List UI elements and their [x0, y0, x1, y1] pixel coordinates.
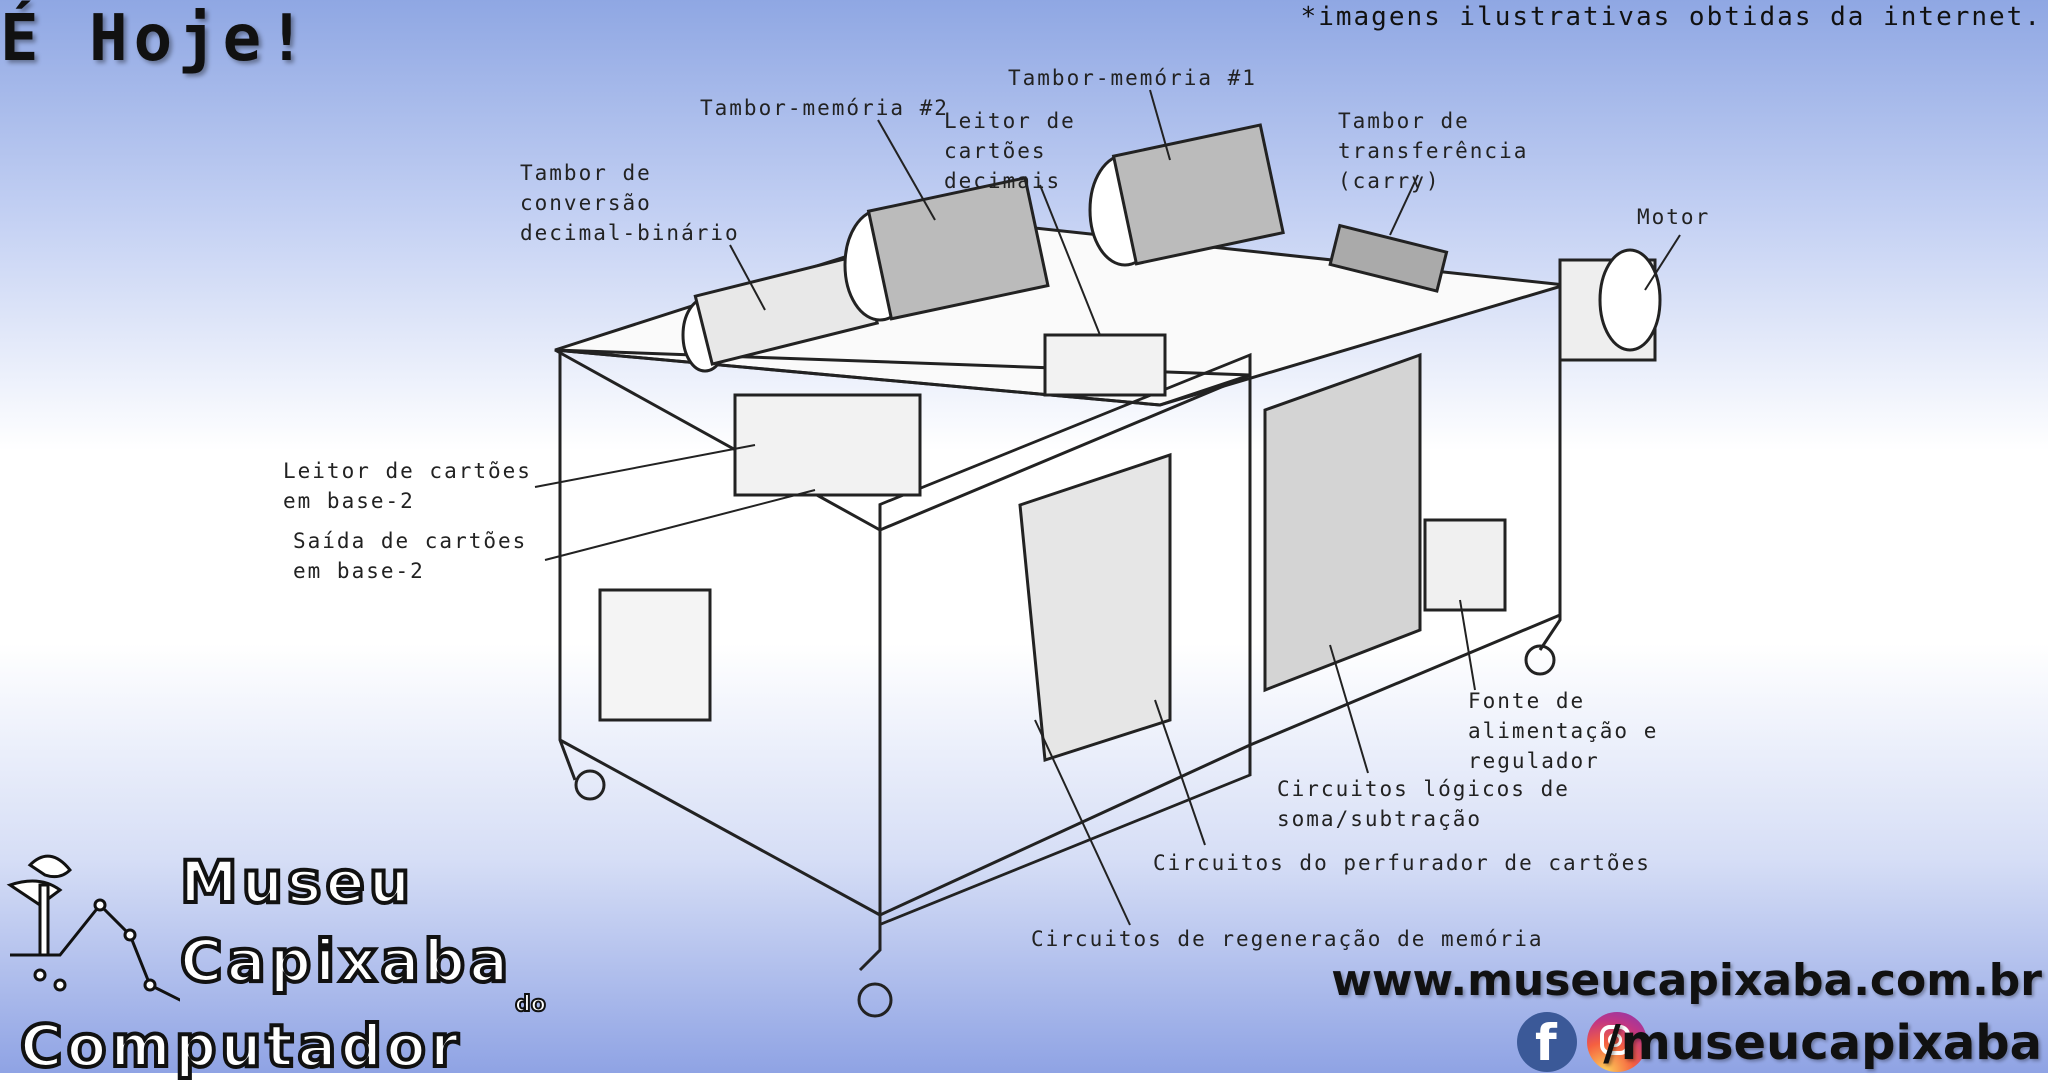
instagram-glyph-lens [1608, 1033, 1622, 1047]
logo-word-capixaba: Capixaba [178, 925, 513, 997]
leader-saida-base2 [544, 489, 816, 561]
leader-tambor-conversao [729, 244, 766, 311]
leader-leitor-base2 [534, 444, 756, 488]
logo-word-do: do [514, 991, 547, 1018]
label-fonte: Fonte de alimentação e regulador [1468, 689, 1659, 773]
frame-left-bottom [559, 738, 881, 917]
leader-circuitos-regeneracao [1034, 719, 1131, 926]
label-circuitos-logicos: Circuitos lógicos de soma/subtração [1277, 777, 1570, 831]
power-supply [1423, 518, 1507, 612]
card-reader-decimal [1043, 333, 1167, 397]
leader-tambor-transferencia [1389, 174, 1419, 236]
instagram-glyph-frame [1600, 1025, 1630, 1055]
facebook-icon[interactable] [1517, 1012, 1577, 1072]
logo-word-computador: Computador [18, 1010, 463, 1080]
frame-bottom-front [879, 743, 1251, 917]
circuit-panel-regeneration [1018, 452, 1172, 762]
label-tambor-conversao: Tambor de conversão decimal-binário [520, 161, 740, 245]
label-circuitos-regeneracao: Circuitos de regeneração de memória [1031, 927, 1544, 951]
leader-leitor-decimais [1039, 184, 1101, 336]
social-handle[interactable]: /museucapixaba [1603, 1015, 2042, 1071]
circuit-panel-logic [1263, 352, 1422, 693]
motor-end [1598, 248, 1662, 352]
frame-right-leg [1538, 290, 1562, 651]
frame-front-left [858, 530, 882, 972]
facebook-glyph: f [1535, 1014, 1557, 1072]
disclaimer-text: *imagens ilustrativas obtidas da interne… [1300, 2, 2042, 32]
label-saida-base2: Saída de cartões em base-2 [293, 529, 528, 583]
label-tambor-memoria-2: Tambor-memória #2 [700, 96, 949, 120]
logo-word-museu: Museu [178, 846, 415, 918]
drum-carry [1328, 223, 1449, 293]
label-circuitos-perfurador: Circuitos do perfurador de cartões [1153, 851, 1651, 875]
label-leitor-base2: Leitor de cartões em base-2 [283, 459, 532, 513]
frame-right-bottom [1249, 613, 1561, 747]
label-motor: Motor [1637, 205, 1711, 229]
drum-memory-1 [1111, 123, 1285, 266]
card-reader-base2 [733, 393, 922, 497]
wheel-right [1524, 644, 1556, 676]
headline: É Hoje! [0, 2, 312, 76]
label-tambor-transferencia: Tambor de transferência (carry) [1338, 109, 1529, 193]
frame-left-leg [558, 350, 577, 781]
wheel-left [574, 769, 606, 801]
leader-circuitos-perfurador [1154, 699, 1206, 846]
leader-circuitos-logicos [1329, 644, 1369, 774]
leader-motor [1644, 234, 1681, 291]
cable-box [598, 588, 712, 722]
label-leitor-decimais: Leitor de cartões decimais [944, 109, 1076, 193]
website-link[interactable]: www.museucapixaba.com.br [1331, 955, 2042, 1006]
leader-fonte [1459, 599, 1476, 691]
museum-logo-icon [6, 854, 180, 1002]
label-tambor-memoria-1: Tambor-memória #1 [1008, 66, 1257, 90]
leader-tambor-memoria-1 [1149, 89, 1171, 161]
drum-memory-2 [866, 176, 1050, 321]
wheel-front [857, 982, 893, 1018]
leader-tambor-memoria-2 [877, 119, 936, 221]
